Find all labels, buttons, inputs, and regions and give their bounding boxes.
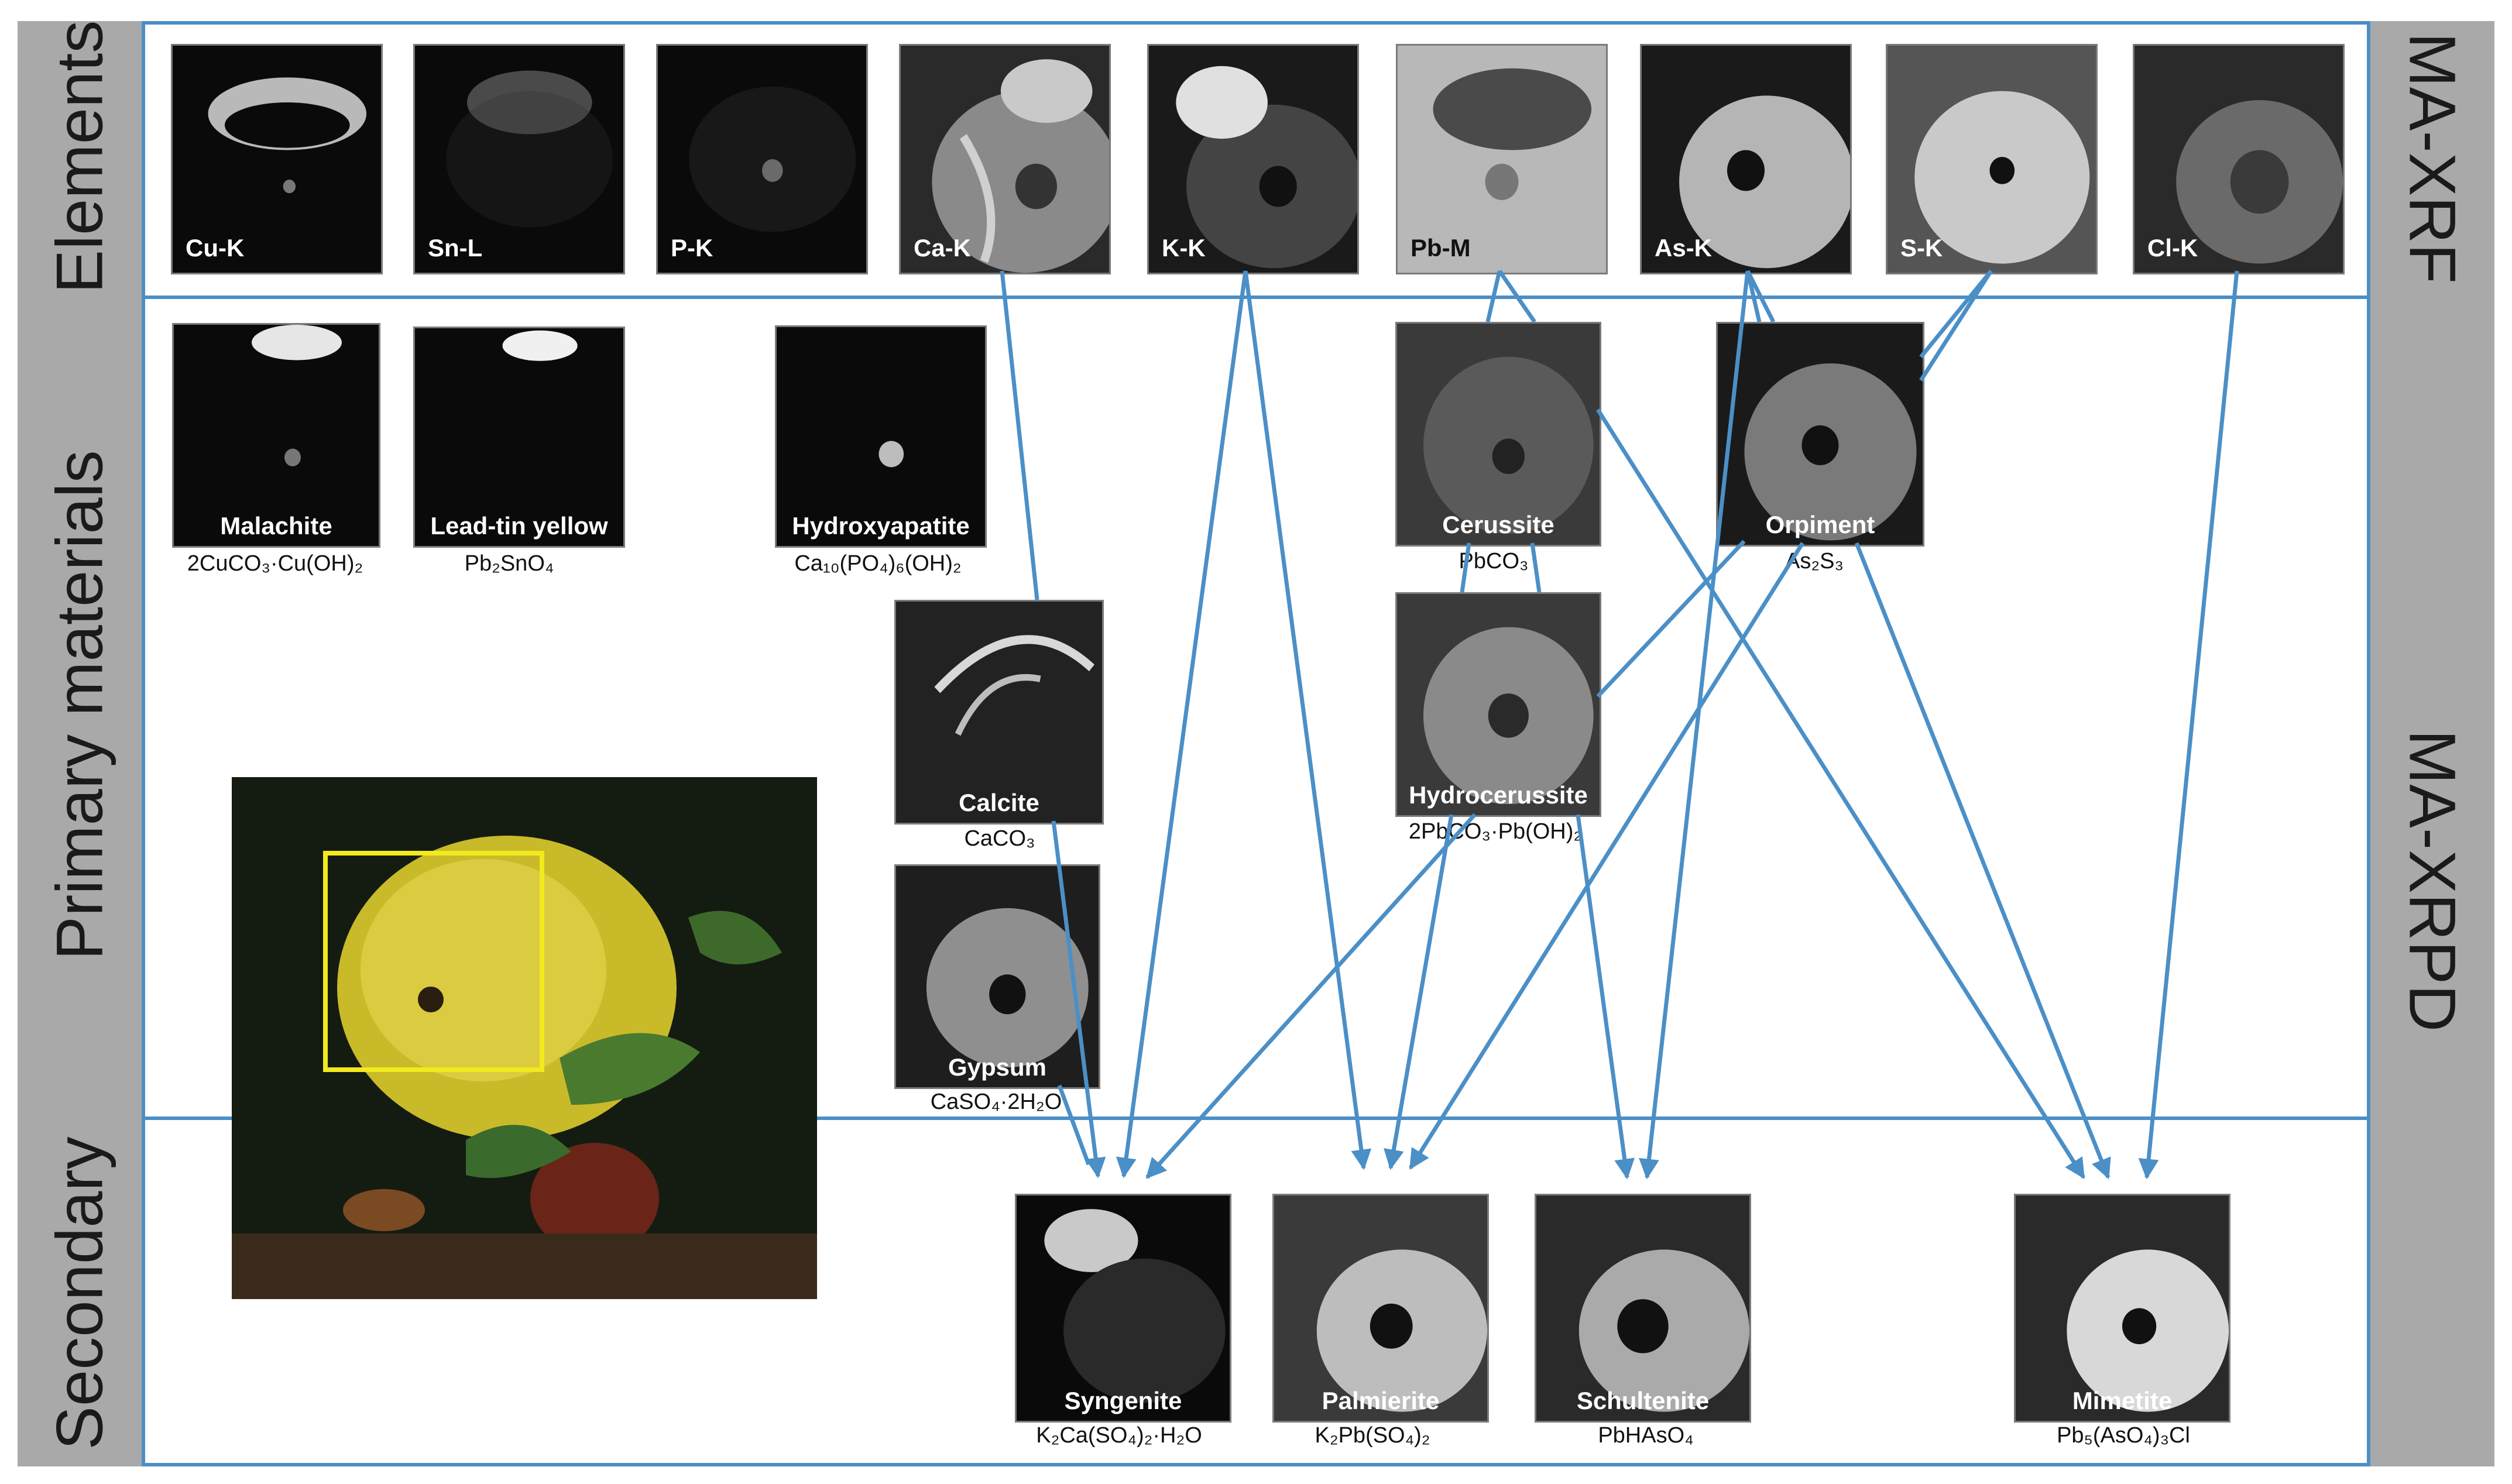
- arrow-cerussite-mimetite: [1596, 408, 2085, 1179]
- divider-top: [142, 21, 2370, 25]
- arrow-clk-mimetite: [2138, 270, 2239, 1180]
- divider-elements: [142, 296, 2370, 299]
- map-sn-l: Sn-L: [413, 44, 625, 274]
- formula-malachite: 2CuCO₃·Cu(OH)₂: [187, 551, 363, 576]
- formula-syngenite: K₂Ca(SO₄)₂·H₂O: [1036, 1423, 1202, 1448]
- painting-detail: [232, 777, 817, 1299]
- map-s-k: S-K: [1886, 44, 2098, 274]
- formula-calcite: CaCO₃: [964, 826, 1035, 851]
- arrow-kk-palmierite: [1243, 270, 1372, 1170]
- map-label: Pb-M: [1411, 234, 1471, 262]
- material-name: Hydroxyapatite: [792, 512, 970, 540]
- material-name: Cerussite: [1442, 511, 1554, 538]
- arrow-orpiment-mimetite: [1854, 542, 2111, 1180]
- map-label: S-K: [1900, 234, 1943, 262]
- map-mimetite: Mimetite: [2014, 1194, 2230, 1423]
- map-label: Cu-K: [186, 234, 245, 262]
- material-name: Hydrocerussite: [1409, 781, 1588, 809]
- line-pbm-cerussite-b: [1498, 270, 1536, 323]
- frame-left: [142, 21, 145, 1466]
- material-name: Schultenite: [1576, 1387, 1710, 1414]
- line-pbm-cerussite-a: [1485, 270, 1502, 322]
- map-pb-m: Pb-M: [1396, 44, 1608, 274]
- map-label: Cl-K: [2147, 234, 2198, 262]
- line-ask-orpiment-b: [1745, 270, 1776, 323]
- map-hydrocerussite: Hydrocerussite: [1395, 592, 1601, 817]
- arrow-hydro-syngenite: [1145, 813, 1477, 1179]
- map-p-k: P-K: [656, 44, 868, 274]
- map-orpiment: Orpiment: [1716, 322, 1924, 547]
- line-ask-orpiment-a: [1745, 270, 1762, 322]
- map-cl-k: Cl-K: [2133, 44, 2345, 274]
- arrow-ask-schultenite: [1639, 270, 1750, 1180]
- material-name: Orpiment: [1765, 511, 1875, 538]
- map-lead-tin-yellow: Lead-tin yellow: [413, 327, 625, 548]
- material-name: Malachite: [220, 512, 332, 540]
- map-schultenite: Schultenite: [1535, 1194, 1751, 1423]
- map-label: K-K: [1162, 234, 1206, 262]
- map-k-k: K-K: [1147, 44, 1359, 274]
- map-as-k: As-K: [1640, 44, 1852, 274]
- formula-mimetite: Pb₅(AsO₄)₃Cl: [2057, 1423, 2190, 1448]
- map-hydroxyapatite: Hydroxyapatite: [775, 325, 987, 548]
- divider-secondary: [142, 1117, 2370, 1120]
- formula-palmierite: K₂Pb(SO₄)₂: [1315, 1423, 1430, 1448]
- map-ca-k: Ca-K: [899, 44, 1111, 274]
- formula-gypsum: CaSO₄·2H₂O: [930, 1090, 1062, 1114]
- formula-hydrocerussite: 2PbCO₃·Pb(OH)₂: [1408, 819, 1583, 844]
- arrow-orpiment-palmierite: [1409, 542, 1804, 1170]
- map-palmierite: Palmierite: [1272, 1194, 1489, 1423]
- material-name: Mimetite: [2072, 1387, 2173, 1414]
- map-syngenite: Syngenite: [1015, 1194, 1231, 1423]
- material-name: Palmierite: [1322, 1387, 1440, 1414]
- line-orpiment-hydro: [1596, 540, 1746, 698]
- material-name: Lead-tin yellow: [430, 512, 608, 540]
- arrow-kk-syngenite: [1116, 270, 1248, 1179]
- map-label: As-K: [1655, 234, 1713, 262]
- material-name: Gypsum: [948, 1053, 1047, 1081]
- arrow-calcite-syngenite: [1051, 820, 1106, 1179]
- map-cu-k: Cu-K: [171, 44, 383, 274]
- arrow-hydro-palmierite: [1384, 814, 1454, 1170]
- line-cerussite-hydro-b: [1530, 542, 1542, 593]
- material-name: Calcite: [959, 789, 1039, 816]
- map-label: Sn-L: [428, 234, 483, 262]
- material-name: Syngenite: [1064, 1387, 1182, 1414]
- line-sk-orpiment-b: [1919, 270, 1993, 382]
- line-sk-orpiment-a: [1919, 269, 1993, 359]
- frame-right: [2367, 21, 2370, 1466]
- formula-hydroxyapatite: Ca₁₀(PO₄)₆(OH)₂: [794, 551, 962, 576]
- formula-schultenite: PbHAsO₄: [1598, 1423, 1694, 1448]
- map-malachite: Malachite: [172, 323, 380, 548]
- map-calcite: Calcite: [894, 600, 1104, 825]
- map-cerussite: Cerussite: [1395, 322, 1601, 547]
- line-cak-calcite: [1000, 270, 1039, 600]
- left-band: [18, 21, 142, 1466]
- map-label: P-K: [671, 234, 713, 262]
- formula-cerussite: PbCO₃: [1459, 549, 1529, 573]
- arrow-hydro-schultenite: [1576, 814, 1635, 1180]
- line-cerussite-hydro-a: [1460, 542, 1471, 593]
- right-band: [2370, 21, 2494, 1466]
- divider-bottom: [142, 1463, 2370, 1466]
- map-label: Ca-K: [914, 234, 972, 262]
- line-gypsum-syngenite: [1057, 1084, 1091, 1166]
- formula-lead-tin-yellow: Pb₂SnO₄: [464, 551, 554, 576]
